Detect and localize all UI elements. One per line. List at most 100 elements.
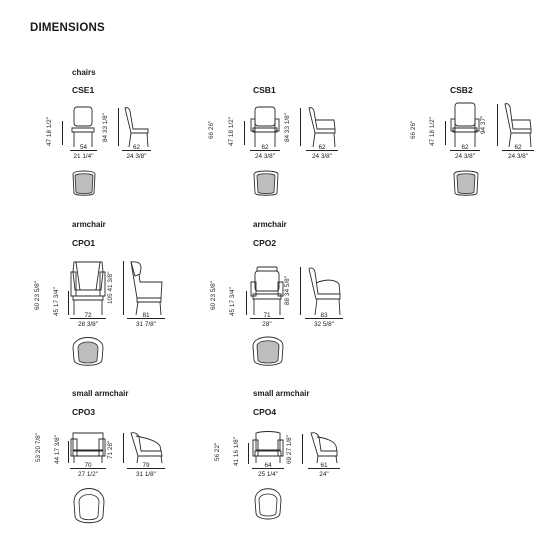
section-label-small-armchair: small armchair — [72, 389, 129, 398]
product-code: CSB2 — [450, 85, 473, 95]
depth-value: 62 — [514, 144, 522, 151]
depth-value: 62 — [318, 144, 326, 151]
top-view-icon — [254, 488, 282, 520]
seat-height-dim: 44 17 3/8" — [54, 435, 61, 464]
depth-line — [306, 150, 338, 151]
width-inch: 28 3/8" — [77, 321, 99, 328]
product-code: CPO1 — [72, 238, 96, 248]
width-inch: 27 1/2" — [77, 471, 99, 478]
depth-line — [127, 468, 165, 469]
front-view-icon — [70, 432, 106, 463]
height-line — [123, 433, 124, 463]
depth-inch: 24 3/8" — [311, 153, 333, 160]
top-view-icon — [253, 170, 279, 196]
width-line — [70, 468, 106, 469]
width-inch: 21 1/4" — [73, 153, 94, 160]
height-line — [118, 108, 119, 146]
height-line — [300, 108, 301, 146]
height-line — [302, 434, 303, 464]
front-view-icon — [250, 266, 284, 315]
seat-height-line — [68, 291, 69, 315]
seat-height-dim: 45 17 3/4" — [53, 287, 60, 316]
width-line — [250, 318, 284, 319]
seat-height-dim: 41 16 1/8" — [233, 437, 240, 466]
seat-height-line — [244, 121, 245, 145]
depth-line — [305, 318, 343, 319]
depth-value: 62 — [132, 144, 141, 151]
front-view-icon — [71, 106, 95, 147]
front-view-icon — [450, 102, 480, 147]
width-value: 71 — [263, 312, 271, 319]
depth-inch: 24 3/8" — [507, 153, 529, 160]
side-view-icon — [130, 432, 163, 464]
width-value: 70 — [84, 462, 92, 469]
depth-inch: 31 7/8" — [135, 321, 157, 328]
top-view-icon — [73, 488, 105, 524]
height-line — [123, 261, 124, 315]
depth-line — [502, 150, 534, 151]
product-code: CSE1 — [72, 85, 95, 95]
seat-height-dim: 47 18 1/2" — [228, 117, 235, 146]
front-view-icon — [250, 106, 280, 147]
depth-value: 79 — [142, 462, 150, 469]
seat-height-line — [62, 121, 63, 145]
width-value: 62 — [461, 144, 469, 151]
width-value: 64 — [264, 462, 272, 469]
top-view-icon — [453, 170, 479, 196]
seat-height-line — [246, 291, 247, 315]
depth-line — [308, 468, 340, 469]
height-dim: 84 33 1/8" — [102, 113, 109, 143]
product-code: CSB1 — [253, 85, 276, 95]
arm-height-dim: 60 23 5/8" — [34, 281, 41, 310]
depth-inch: 24" — [319, 471, 329, 478]
depth-inch: 24 3/8" — [126, 153, 147, 160]
height-dim: 71 28" — [107, 440, 114, 460]
arm-height-dim: 60 23 5/8" — [210, 281, 217, 310]
height-dim: 105 41 3/8" — [107, 271, 114, 305]
depth-inch: 31 1/8" — [135, 471, 157, 478]
seat-height-dim: 45 17 3/4" — [229, 287, 236, 316]
depth-line — [127, 318, 165, 319]
side-view-icon — [124, 107, 149, 148]
side-view-icon — [310, 432, 338, 464]
height-dim: 84 33 1/8" — [284, 113, 291, 143]
seat-height-line — [445, 121, 446, 145]
side-view-icon — [504, 103, 532, 148]
seat-height-dim: 47 18 1/2" — [46, 117, 53, 146]
width-line — [450, 150, 480, 151]
height-line — [300, 267, 301, 315]
front-view-icon — [252, 431, 284, 463]
front-view-icon — [70, 261, 106, 315]
width-line — [70, 318, 106, 319]
width-line — [250, 150, 280, 151]
seat-height-line — [248, 443, 249, 464]
width-inch: 24 3/8" — [254, 153, 276, 160]
depth-value: 61 — [320, 462, 328, 469]
depth-line — [122, 150, 151, 151]
depth-value: 81 — [142, 312, 150, 319]
product-code: CPO3 — [72, 407, 96, 417]
width-line — [252, 468, 284, 469]
section-label-armchair: armchair — [72, 220, 106, 229]
seat-height-dim: 47 18 1/2" — [429, 117, 436, 146]
height-line — [497, 104, 498, 146]
height-dim: 88 34 5/8" — [284, 276, 291, 306]
top-view-icon — [72, 337, 104, 366]
arm-height-dim: 56 22" — [214, 442, 221, 462]
arm-height-dim: 66 26" — [410, 120, 417, 140]
side-view-icon — [130, 261, 163, 316]
seat-height-line — [68, 441, 69, 463]
product-code: CPO2 — [253, 238, 277, 248]
side-view-icon — [308, 267, 341, 316]
section-label-armchair-2: armchair — [253, 220, 287, 229]
top-view-icon — [252, 336, 284, 366]
width-value: 72 — [84, 312, 92, 319]
side-view-icon — [308, 107, 336, 148]
arm-height-dim: 66 26" — [208, 120, 215, 140]
section-label-chairs: chairs — [72, 68, 96, 77]
width-inch: 25 1/4" — [257, 471, 279, 478]
section-label-small-armchair-2: small armchair — [253, 389, 310, 398]
height-dim: 94 37" — [480, 115, 487, 135]
height-dim: 69 27 1/8" — [286, 435, 293, 464]
arm-height-dim: 53 20 7/8" — [35, 433, 42, 462]
